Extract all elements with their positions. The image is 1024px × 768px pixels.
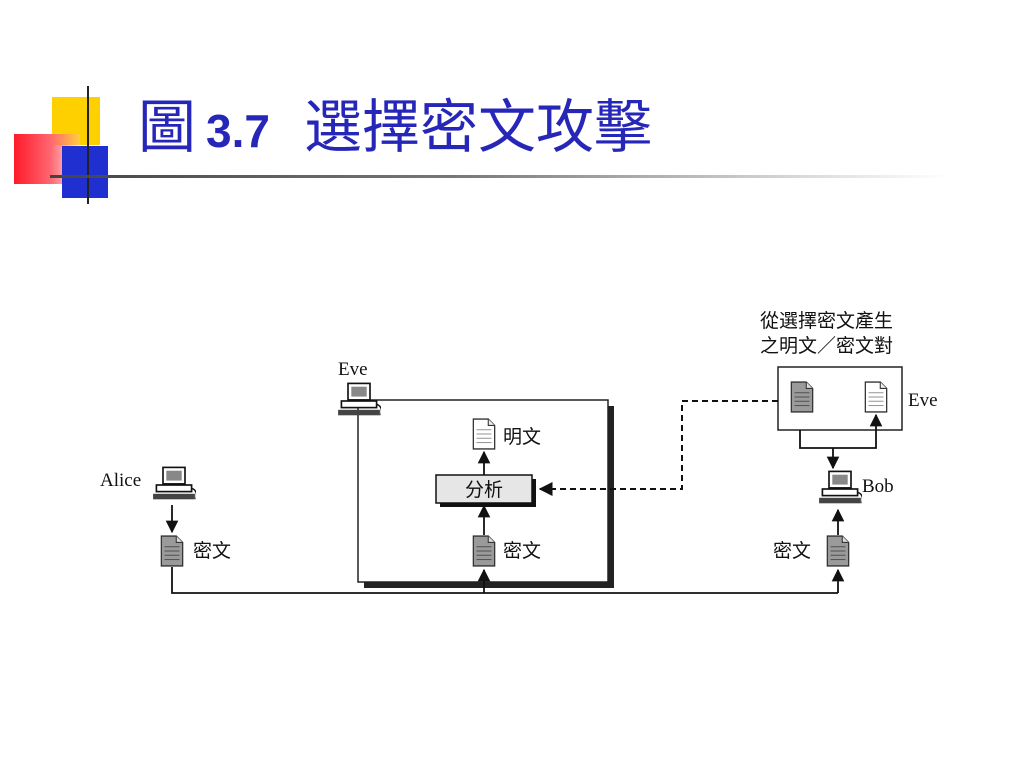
pair-ciphertext-doc-icon	[790, 381, 814, 413]
plaintext-doc-icon	[472, 418, 496, 450]
arrow-bob-to-pair-plaintext	[799, 413, 883, 449]
pairs-note-line1: 從選擇密文產生	[760, 310, 893, 332]
ciphertext-right-label: 密文	[773, 540, 811, 562]
channel-line	[171, 567, 838, 594]
dashed-pairs-to-analysis	[538, 400, 778, 496]
analysis-box	[435, 474, 533, 504]
eve-right-label: Eve	[908, 390, 938, 411]
title-text: 選擇密文攻擊	[303, 93, 652, 161]
bob-computer-icon	[818, 470, 862, 505]
ciphertext-center-doc-icon	[472, 535, 496, 567]
ciphertext-center-label: 密文	[503, 540, 541, 562]
alice-label: Alice	[100, 470, 141, 491]
pair-plaintext-doc-icon	[864, 381, 888, 413]
title-underline	[50, 175, 950, 178]
title-prefix: 圖	[138, 93, 197, 161]
title-number: 3.7	[206, 105, 270, 157]
decor-blue-square	[62, 146, 108, 198]
ciphertext-left-doc-icon	[160, 535, 184, 567]
ciphertext-right-doc-icon	[826, 535, 850, 567]
decor-vertical-line	[87, 86, 89, 204]
pairs-note-line2: 之明文／密文對	[760, 335, 893, 357]
bob-label: Bob	[862, 476, 894, 497]
analysis-label: 分析	[465, 479, 503, 501]
ciphertext-left-label: 密文	[193, 540, 231, 562]
eve-top-label: Eve	[338, 359, 368, 380]
alice-computer-icon	[152, 466, 196, 501]
plaintext-label: 明文	[503, 426, 541, 448]
